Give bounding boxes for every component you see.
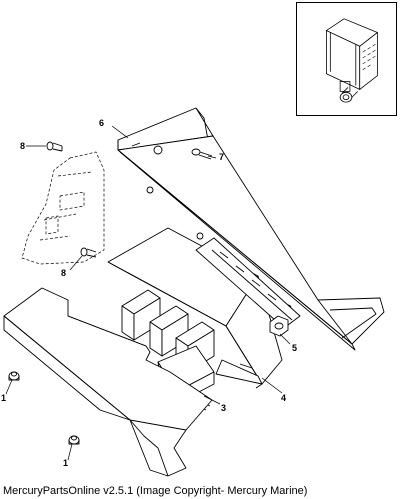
- screw-part-8-top: [46, 141, 63, 152]
- callout-3: 3: [221, 403, 227, 413]
- ghost-panel: [21, 151, 105, 265]
- callout-1-lower: 1: [63, 458, 69, 468]
- grommet-part-1-lower: [68, 435, 80, 445]
- callout-4: 4: [281, 393, 287, 403]
- callout-8-top: 8: [20, 141, 26, 151]
- assembly-inset-drawing: [325, 18, 379, 103]
- grommet-part-1-upper: [8, 371, 20, 381]
- callout-1-upper: 1: [1, 393, 7, 403]
- bracket-part-6: [117, 107, 385, 351]
- cover-panel: [3, 287, 213, 477]
- callout-6: 6: [99, 118, 105, 128]
- plate-part-4: [107, 227, 283, 389]
- assembly-inset: [296, 2, 397, 116]
- callout-5: 5: [292, 343, 298, 353]
- callout-8-middle: 8: [61, 268, 67, 278]
- callout-7: 7: [219, 152, 225, 162]
- copyright-footer: MercuryPartsOnline v2.5.1 (Image Copyrig…: [3, 485, 308, 497]
- leader-lines: [5, 125, 291, 461]
- nut-part-5: [269, 315, 289, 337]
- screw-part-7: [191, 148, 213, 160]
- terminal-strip: [195, 237, 301, 329]
- screw-part-8-middle: [80, 247, 97, 258]
